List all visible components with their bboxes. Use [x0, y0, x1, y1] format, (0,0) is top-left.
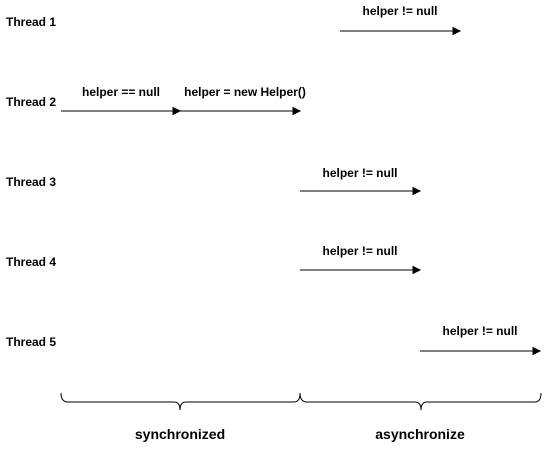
thread-4-arrow [300, 265, 422, 275]
thread-2-event-1-label: helper == null [82, 85, 160, 99]
thread-5-label: Thread 5 [6, 335, 56, 349]
thread-3-event-label: helper != null [322, 166, 397, 180]
thread-2-arrow-2 [180, 106, 302, 116]
thread-5-arrow [420, 346, 542, 356]
thread-1-label: Thread 1 [6, 15, 56, 29]
thread-1-arrow [340, 26, 462, 36]
asynchronize-brace [299, 392, 542, 411]
thread-2-arrow-1 [61, 106, 182, 116]
thread-1-event-label: helper != null [362, 4, 437, 18]
thread-3-arrow [300, 186, 422, 196]
synchronized-phase-label: synchronized [135, 426, 225, 442]
thread-2-event-2-label: helper = new Helper() [184, 85, 306, 99]
thread-4-event-label: helper != null [322, 244, 397, 258]
asynchronize-phase-label: asynchronize [375, 426, 465, 442]
synchronized-brace [60, 392, 301, 411]
thread-5-event-label: helper != null [442, 324, 517, 338]
thread-4-label: Thread 4 [6, 255, 56, 269]
thread-2-label: Thread 2 [6, 95, 56, 109]
thread-3-label: Thread 3 [6, 175, 56, 189]
